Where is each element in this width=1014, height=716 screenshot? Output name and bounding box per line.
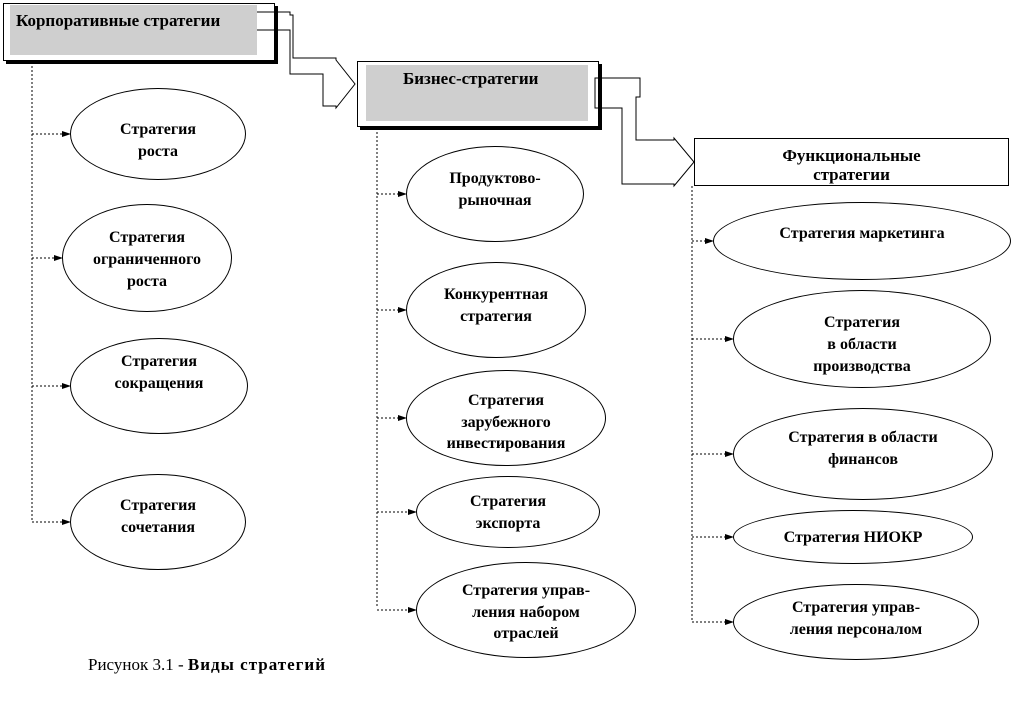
block-arrow-corporate-to-business (249, 11, 356, 110)
functional-strategy-ellipse-4: Стратегия НИОКР (733, 510, 973, 564)
business-strategy-3-line-1: Стратегия (468, 392, 544, 409)
functional-strategy-ellipse-5: Стратегия управ-ления персоналом (733, 584, 979, 660)
business-strategy-2-line-2: стратегия (460, 308, 532, 325)
business-strategy-ellipse-5: Стратегия управ-ления набором отраслей (416, 562, 636, 658)
corporate-strategy-2-line-1: Стратегия (109, 229, 185, 246)
corporate-strategy-1-line-1: Стратегия (120, 121, 196, 138)
functional-strategy-ellipse-3: Стратегия в области финансов (733, 408, 993, 500)
figure-caption-title: Виды стратегий (187, 655, 326, 674)
corporate-strategy-4-line-2: сочетания (121, 519, 195, 536)
functional-strategy-ellipse-1: Стратегия маркетинга (713, 202, 1011, 280)
business-branch-arrowhead-1 (398, 191, 407, 197)
corporate-strategy-1-line-2: роста (137, 143, 179, 160)
business-strategies-title: Бизнес-стратегии (403, 69, 539, 88)
corporate-strategy-4-line-1: Стратегия (120, 497, 196, 514)
block-arrow-business-to-functional (594, 77, 695, 188)
business-strategy-5-line-3: отраслей (493, 625, 559, 642)
functional-strategy-5-line-2: ления персоналом (789, 621, 923, 638)
functional-branch-arrowhead-2 (725, 336, 734, 342)
corporate-strategy-ellipse-4: Стратегия сочетания (70, 474, 246, 570)
functional-branch-arrowhead-4 (725, 534, 734, 540)
business-strategy-2-line-1: Конкурентная (444, 286, 548, 303)
functional-branch-arrowhead-5 (725, 619, 734, 625)
business-strategy-5-line-1: Стратегия управ- (461, 582, 591, 599)
functional-strategies-title-line-2: стратегии (813, 165, 890, 184)
functional-strategy-ellipse-2: Стратегия в области производства (733, 290, 991, 388)
corporate-strategies-box: Корпоративные стратегии (3, 3, 275, 61)
business-strategy-1-line-1: Продуктово- (449, 170, 541, 187)
corporate-branch-arrowhead-3 (62, 383, 71, 389)
business-branch-arrowhead-3 (398, 415, 407, 421)
corporate-branch-arrowhead-1 (62, 131, 71, 137)
business-strategy-4-line-2: экспорта (475, 515, 541, 532)
corporate-strategy-2-line-3: роста (126, 273, 168, 290)
corporate-strategy-3-line-2: сокращения (114, 375, 204, 392)
business-strategy-5-line-2: ления набором (472, 604, 580, 621)
corporate-strategy-ellipse-3: Стратегия сокращения (70, 338, 248, 434)
functional-strategy-5-line-1: Стратегия управ- (791, 599, 921, 616)
business-branch-arrowhead-5 (408, 607, 417, 613)
corporate-strategy-ellipse-1: Стратегия роста (70, 88, 246, 180)
business-strategy-ellipse-1: Продуктово-рыночная (406, 146, 584, 242)
functional-branch-arrowhead-3 (725, 451, 734, 457)
business-strategy-ellipse-2: Конкурентная стратегия (406, 262, 586, 358)
business-branch-arrowhead-4 (408, 509, 417, 515)
functional-strategies-box: Функциональные стратегии (694, 138, 1009, 186)
business-strategy-3-line-2: зарубежного (461, 414, 551, 431)
corporate-strategy-2-line-2: ограниченного (92, 251, 202, 268)
corporate-strategies-title: Корпоративные стратегии (16, 11, 221, 30)
business-strategies-box: Бизнес-стратегии (357, 61, 599, 127)
corporate-strategy-3-line-1: Стратегия (121, 353, 197, 370)
functional-strategy-4-line-1: Стратегия НИОКР (783, 529, 923, 546)
functional-strategy-3-line-1: Стратегия в области (788, 429, 938, 446)
corporate-strategies-fill (10, 5, 257, 55)
functional-branch-arrowhead-1 (705, 238, 714, 244)
functional-strategy-2-line-2: в области (827, 336, 897, 353)
business-strategy-3-line-3: инвестирования (446, 435, 566, 452)
business-strategy-4-line-1: Стратегия (470, 493, 546, 510)
corporate-strategy-ellipse-2: Стратегия ограниченного роста (62, 204, 232, 312)
business-strategy-1-line-2: рыночная (458, 192, 532, 209)
functional-strategies-title-line-1: Функциональные (782, 146, 921, 165)
corporate-branch-arrowhead-4 (62, 519, 71, 525)
figure-caption-prefix: Рисунок 3.1 - (88, 655, 188, 674)
business-strategy-ellipse-3: Стратегия зарубежного инвестирования (406, 370, 606, 466)
corporate-branch-arrowhead-2 (54, 255, 63, 261)
business-branch-arrowhead-2 (398, 307, 407, 313)
business-strategy-ellipse-4: Стратегия экспорта (416, 476, 600, 548)
figure-caption: Рисунок 3.1 - Виды стратегий (88, 655, 326, 675)
functional-strategy-2-line-3: производства (813, 358, 911, 375)
functional-strategy-3-line-2: финансов (827, 451, 899, 468)
functional-strategy-2-line-1: Стратегия (824, 314, 900, 331)
functional-strategy-1-line-1: Стратегия маркетинга (779, 225, 945, 242)
business-strategies-fill (366, 65, 588, 121)
